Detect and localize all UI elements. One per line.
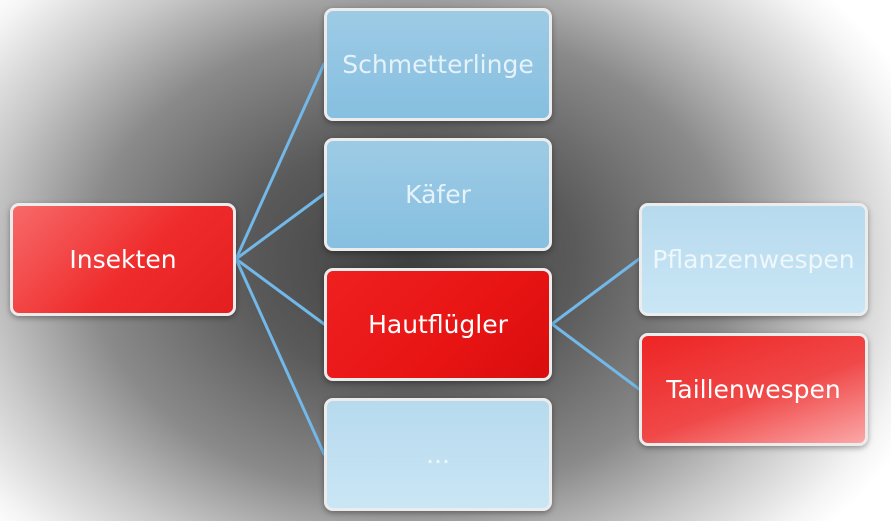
connector-insekten-dots [234,257,326,456]
node-kaefer: Käfer [324,138,552,251]
node-taillenwespen: Taillenwespen [639,333,868,446]
node-label: Pflanzenwespen [652,245,855,274]
node-label: Käfer [405,180,471,209]
node-hautfluegler: Hautflügler [324,268,552,381]
node-label: Insekten [69,245,177,274]
connector-hautfluegler-taillenwespen [550,322,641,391]
node-label: Hautflügler [368,310,508,339]
node-label: ... [426,440,450,469]
connector-hautfluegler-pflanzenwespen [550,257,641,326]
node-schmetterlinge: Schmetterlinge [324,8,552,121]
node-insekten: Insekten [10,203,236,316]
node-label: Schmetterlinge [342,50,534,79]
node-pflanzenwespen: Pflanzenwespen [639,203,868,316]
node-ellipsis: ... [324,398,552,511]
connector-insekten-hautfluegler [234,257,326,326]
connector-insekten-kaefer [234,192,326,261]
node-label: Taillenwespen [666,375,841,404]
connector-insekten-schmetterlinge [234,62,326,261]
